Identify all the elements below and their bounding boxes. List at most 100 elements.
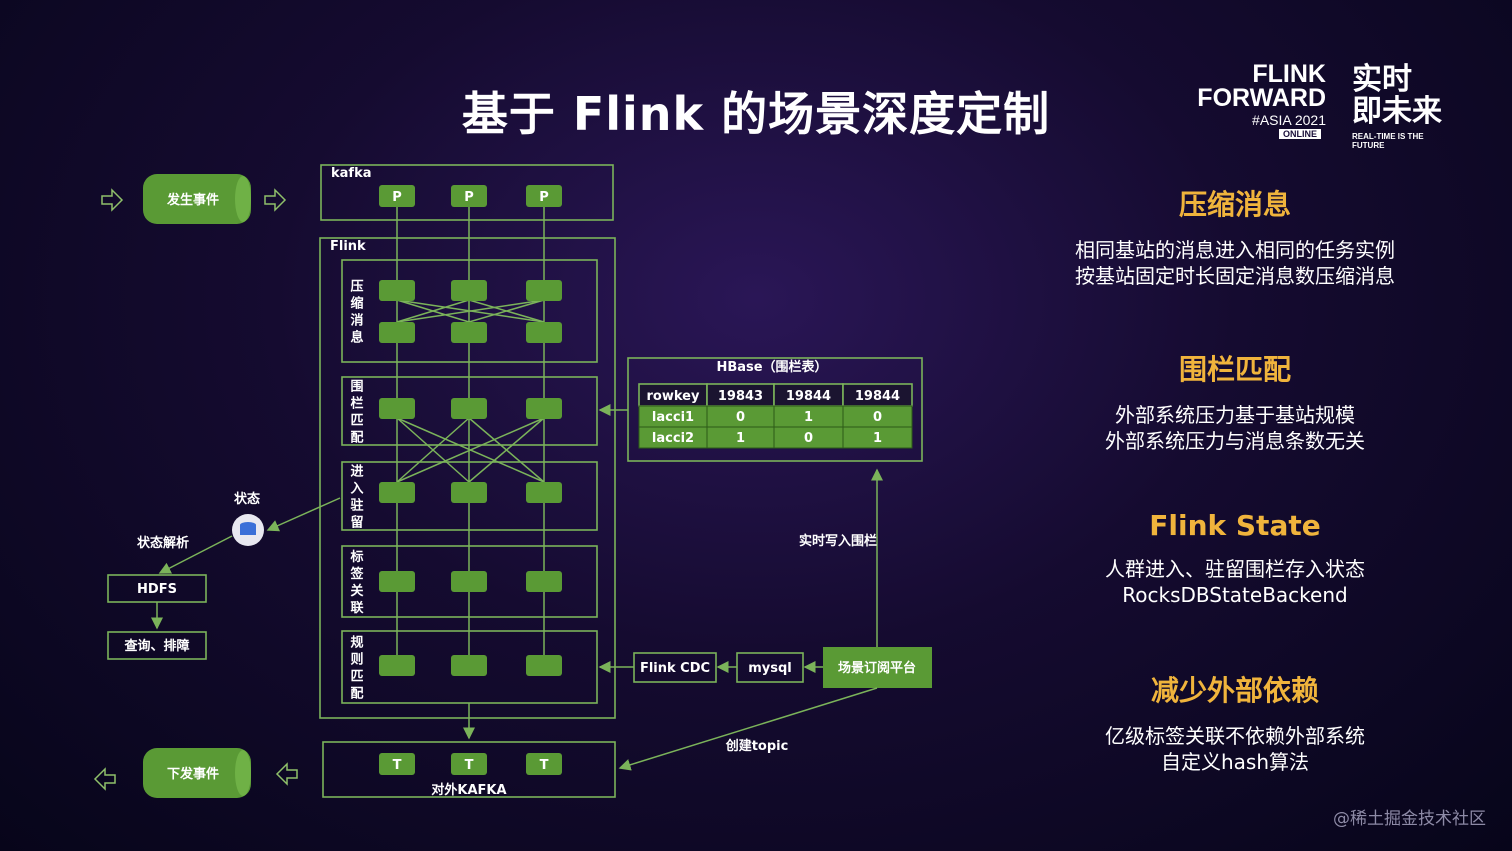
hbase-cell-text: lacci1 — [652, 410, 694, 425]
kafka-partition-3 — [526, 185, 562, 207]
shuffle-line — [396, 299, 545, 323]
shuffle-line — [468, 299, 545, 323]
stage-label-char: 签 — [349, 566, 364, 582]
mysql-label: mysql — [748, 661, 792, 676]
stage-label-char: 入 — [350, 482, 363, 497]
operator-node-1-2 — [451, 322, 487, 343]
stage-label-char: 驻 — [350, 498, 363, 514]
operator-node-1-2 — [451, 280, 487, 301]
out-topic-1-label: T — [393, 758, 402, 773]
stage-label-char: 息 — [350, 330, 363, 346]
query-box — [107, 631, 207, 660]
arrow-to-kafka-icon — [264, 188, 287, 212]
out-topic-3 — [526, 753, 562, 775]
feature-panel-1: 压缩消息相同基站的消息进入相同的任务实例按基站固定时长固定消息数压缩消息 — [1040, 183, 1430, 289]
feature-heading: Flink State — [1149, 509, 1321, 542]
shuffle-line — [468, 417, 545, 483]
event-in-cylinder-label: 发生事件 — [166, 192, 219, 208]
operator-node-3-1 — [379, 482, 415, 503]
operator-node-1-3 — [526, 280, 562, 301]
feature-body: 外部系统压力基于基站规模外部系统压力与消息条数无关 — [1040, 402, 1430, 454]
logo-online-badge: ONLINE — [1279, 129, 1322, 139]
out-topic-1 — [379, 753, 415, 775]
event-in-cylinder — [143, 174, 251, 224]
watermark: @稀土掘金技术社区 — [1333, 809, 1486, 829]
feature-heading: 减少外部依赖 — [1150, 674, 1319, 707]
hbase-cell-text: lacci2 — [652, 431, 694, 446]
stage-label-char: 围 — [350, 380, 363, 395]
feature-panel-4: 减少外部依赖亿级标签关联不依赖外部系统自定义hash算法 — [1040, 669, 1430, 775]
feature-body: 亿级标签关联不依赖外部系统自定义hash算法 — [1040, 723, 1430, 775]
kafka-partition-2-label: P — [464, 190, 474, 205]
operator-node-1-1 — [379, 322, 415, 343]
hbase-cell — [842, 426, 913, 449]
hbase-title: HBase（围栏表） — [716, 359, 827, 375]
stage-label-char: 配 — [350, 431, 363, 446]
realtime-write-label: 实时写入围栏 — [799, 533, 877, 549]
feature-line: 人群进入、驻留围栏存入状态 — [1105, 557, 1365, 581]
feature-body: 相同基站的消息进入相同的任务实例按基站固定时长固定消息数压缩消息 — [1040, 237, 1430, 289]
operator-node-5-1 — [379, 655, 415, 676]
arrow-in-icon — [101, 188, 124, 212]
feature-line: 相同基站的消息进入相同的任务实例 — [1075, 238, 1395, 262]
feature-line: 亿级标签关联不依赖外部系统 — [1105, 724, 1365, 748]
stage-label-char: 缩 — [350, 296, 363, 312]
hbase-cell-text: 0 — [736, 410, 745, 425]
event-out-cylinder-label: 下发事件 — [167, 766, 219, 782]
feature-heading: 围栏匹配 — [1178, 353, 1291, 386]
operator-node-1-3 — [526, 322, 562, 343]
operator-node-4-1 — [379, 571, 415, 592]
page-title: 基于 Flink 的场景深度定制 — [461, 87, 1051, 141]
feature-heading: 压缩消息 — [1178, 188, 1291, 221]
arrow-out-icon — [93, 767, 116, 791]
stage-label-char: 进 — [350, 465, 363, 480]
hbase-header-text: 19844 — [786, 389, 831, 404]
stage-label-char: 栏 — [350, 396, 363, 412]
kafka-box — [320, 164, 614, 221]
stage-label-char: 压 — [350, 280, 363, 295]
operator-node-2-3 — [526, 398, 562, 419]
stage-label-char: 关 — [350, 583, 363, 599]
out-kafka-label: 对外KAFKA — [431, 782, 506, 798]
out-topic-2 — [451, 753, 487, 775]
feature-panel-2: 围栏匹配外部系统压力基于基站规模外部系统压力与消息条数无关 — [1040, 348, 1430, 454]
state-label: 状态 — [234, 491, 260, 507]
event-in-cylinder-cap — [235, 176, 251, 222]
stage-label-char: 则 — [350, 652, 363, 668]
stage-label-char: 消 — [350, 313, 363, 329]
hdfs-label: HDFS — [137, 582, 177, 597]
operator-node-3-3 — [526, 482, 562, 503]
create-topic-label: 创建topic — [725, 738, 789, 754]
kafka-partition-1 — [379, 185, 415, 207]
hbase-cell-text: 0 — [873, 410, 882, 425]
hbase-header-text: 19843 — [718, 389, 763, 404]
operator-node-5-2 — [451, 655, 487, 676]
feature-line: 外部系统压力与消息条数无关 — [1105, 429, 1365, 453]
platform-label: 场景订阅平台 — [838, 660, 916, 676]
platform-box — [823, 647, 932, 688]
shuffle-line — [396, 299, 470, 323]
state-line — [266, 497, 341, 532]
stage-label-char: 联 — [350, 601, 363, 616]
out-topic-3-label: T — [540, 758, 549, 773]
event-out-cylinder — [143, 748, 251, 798]
out-kafka-box — [322, 741, 616, 798]
logo-slogan-cn: 实时即未来 — [1352, 62, 1442, 129]
operator-node-2-1 — [379, 398, 415, 419]
parse-line — [158, 535, 233, 574]
stage-label-char: 留 — [350, 515, 363, 531]
operator-node-4-2 — [451, 571, 487, 592]
state-parse-label: 状态解析 — [137, 535, 189, 551]
hbase-cell-text: 1 — [804, 410, 813, 425]
hbase-cell-text: 1 — [736, 431, 745, 446]
operator-node-4-3 — [526, 571, 562, 592]
hbase-header-text: 19844 — [855, 389, 900, 404]
stage-label-char: 标 — [349, 549, 363, 565]
stage-label-char: 规 — [350, 636, 363, 651]
shuffle-line — [396, 417, 470, 483]
operator-node-3-2 — [451, 482, 487, 503]
feature-line: 自定义hash算法 — [1160, 750, 1310, 774]
